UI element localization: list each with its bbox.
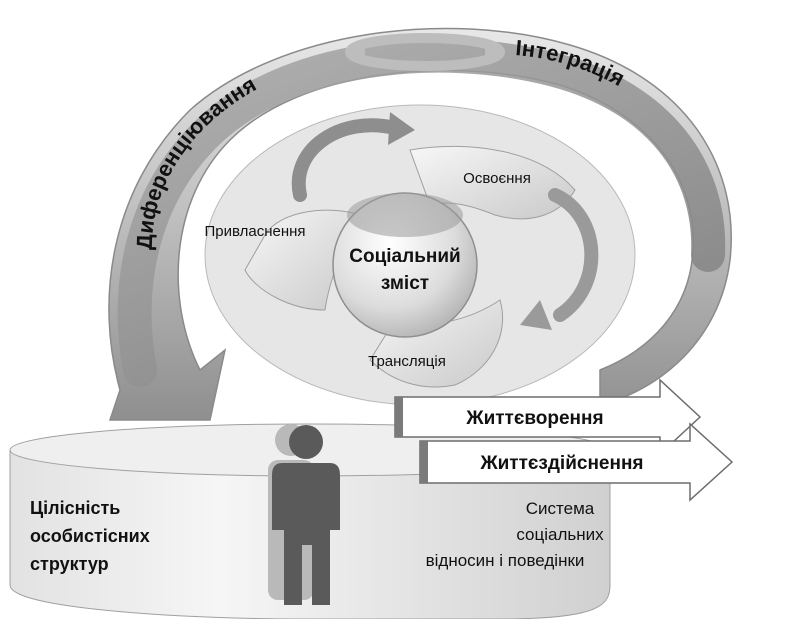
person-icon [268, 424, 340, 605]
arrow-first-group [394, 378, 702, 456]
center-line2: зміст [381, 273, 429, 294]
cyl-right-line2: соціальних [516, 525, 604, 544]
arrow-second-group [419, 422, 734, 502]
sphere-cap [347, 193, 463, 237]
cyl-left-line1: Цілісність [30, 498, 120, 518]
cyl-right-line3: відносин і поведінки [426, 551, 585, 570]
person-head [289, 425, 323, 459]
top-loop-arrowhead-left [345, 42, 365, 62]
cyl-left-line3: структур [30, 554, 109, 574]
arrow-second-label: Життєздійснення [479, 453, 643, 474]
arrow-first-label: Життєворення [465, 408, 603, 429]
top-loop-arrowhead [485, 40, 505, 60]
curved-arrowhead-right [520, 300, 552, 330]
person-body [272, 463, 340, 605]
cyl-left-line2: особистісних [30, 526, 150, 546]
swirl-blades [244, 112, 599, 388]
label-left: Привласнення [204, 223, 305, 240]
cyl-right-line1: Система [526, 499, 595, 518]
center-sphere [332, 192, 478, 338]
arrow-first-tail [395, 397, 403, 437]
label-bottom: Трансляція [368, 353, 446, 370]
curved-arrow-right [548, 188, 599, 322]
arrow-first [394, 378, 702, 456]
curved-arrow-top-left [291, 118, 402, 202]
curved-arrowhead-top-left [388, 112, 415, 145]
arrow-second-tail [420, 441, 428, 483]
label-top: Освоєння [463, 170, 531, 187]
arrow-second [419, 422, 734, 502]
center-line1: Соціальний [349, 246, 460, 267]
blade-top [409, 145, 576, 220]
